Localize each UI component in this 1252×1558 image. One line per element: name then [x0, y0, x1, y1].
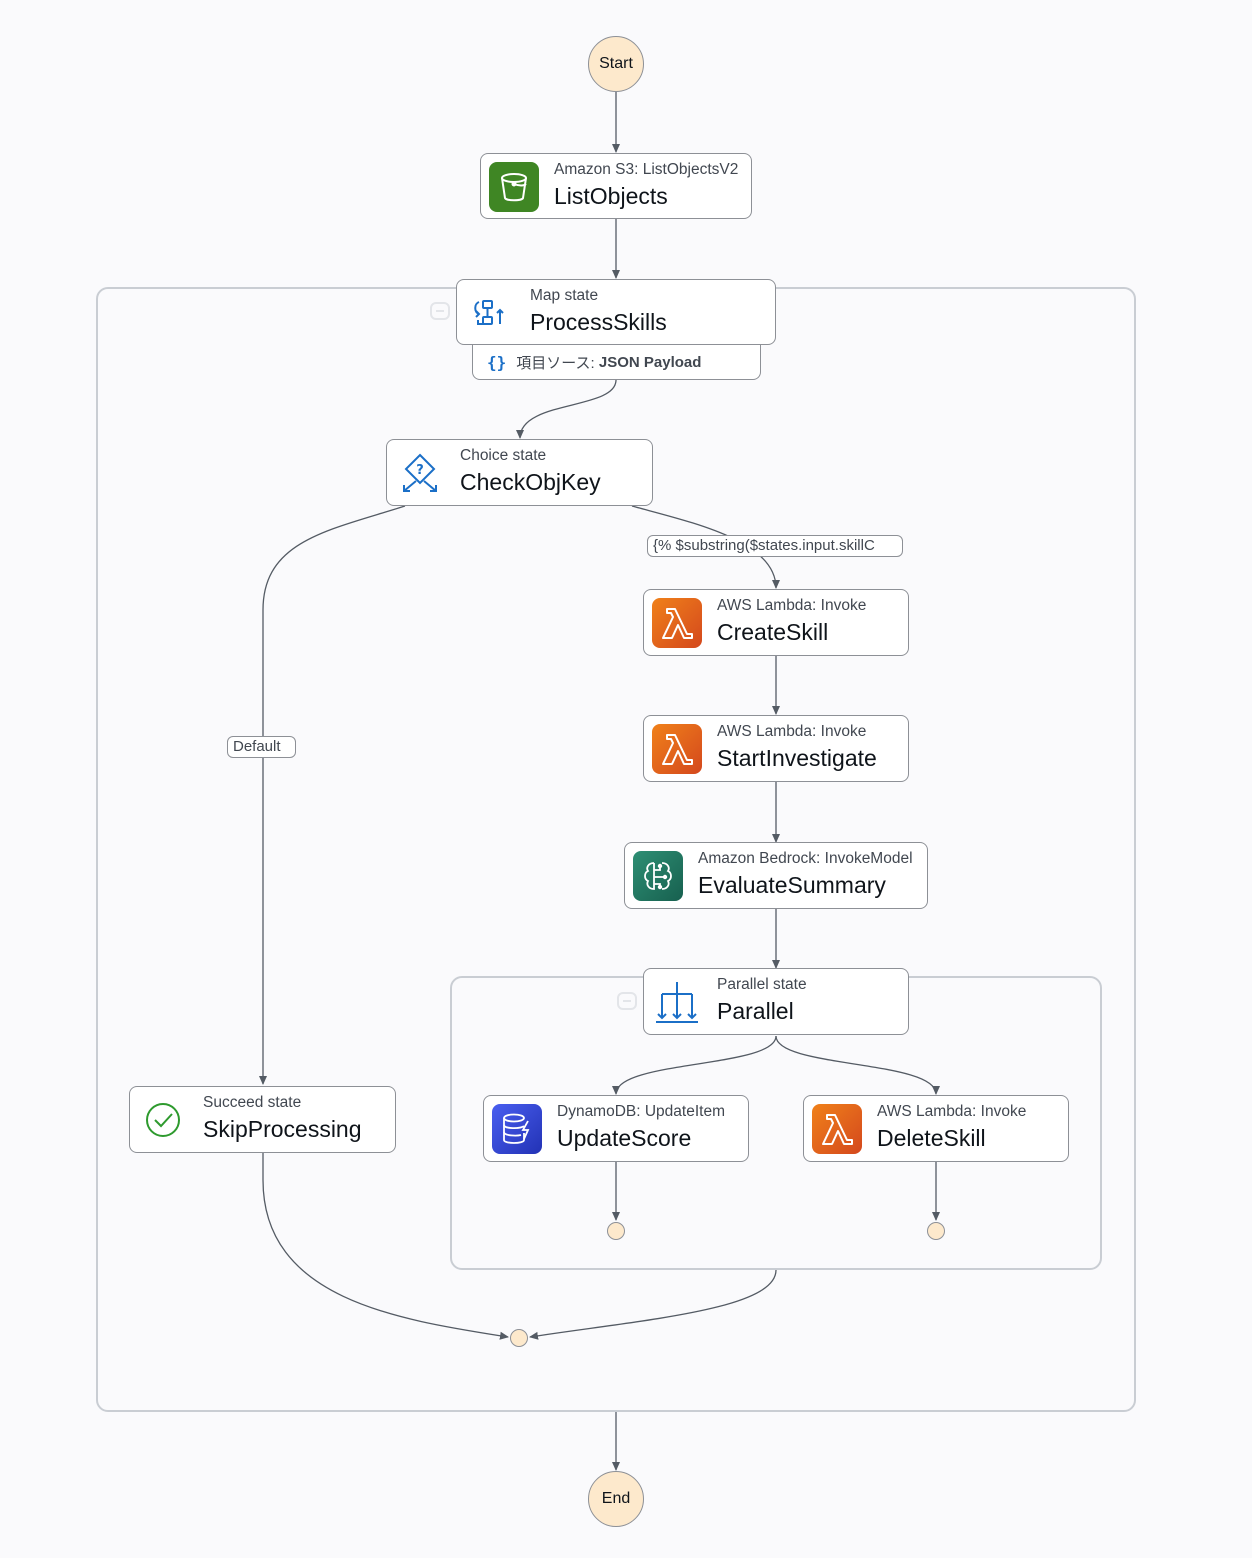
map-state-icon [465, 288, 515, 338]
node-title: ProcessSkills [530, 309, 667, 335]
map-item-source[interactable]: {} 項目ソース: JSON Payload [472, 345, 761, 380]
node-title: DeleteSkill [877, 1125, 986, 1151]
node-title: Parallel [717, 998, 794, 1024]
dynamodb-icon [492, 1104, 542, 1154]
svg-text:?: ? [416, 463, 424, 478]
node-evaluate-summary[interactable]: Amazon Bedrock: InvokeModel EvaluateSumm… [624, 842, 928, 909]
bedrock-icon [633, 851, 683, 901]
end-node[interactable]: End [588, 1471, 644, 1527]
map-collapse-button[interactable] [430, 302, 450, 320]
node-skip-processing[interactable]: Succeed state SkipProcessing [129, 1086, 396, 1153]
parallel-collapse-button[interactable] [617, 992, 637, 1010]
json-braces-icon: {} [487, 352, 507, 372]
lambda-icon [812, 1104, 862, 1154]
node-title: ListObjects [554, 183, 668, 209]
node-start-investigate[interactable]: AWS Lambda: Invoke StartInvestigate [643, 715, 909, 782]
succeed-check-icon [138, 1095, 188, 1145]
edge-parallel-join [529, 1269, 777, 1340]
node-check-obj-key[interactable]: ? Choice state CheckObjKey [386, 439, 653, 506]
item-source-label: 項目ソース: [516, 354, 595, 372]
node-subtitle: AWS Lambda: Invoke [717, 723, 867, 740]
node-parallel[interactable]: Parallel state Parallel [643, 968, 909, 1035]
edge-processskills-checkobjkey [516, 379, 617, 439]
parallel-state-icon [652, 977, 702, 1027]
edge-choice-default [259, 505, 406, 1085]
edge-skipprocessing-join [262, 1153, 509, 1340]
node-subtitle: Choice state [460, 447, 547, 464]
edge-parallel-updatescore [612, 1035, 777, 1095]
node-title: SkipProcessing [203, 1116, 362, 1142]
node-title: CreateSkill [717, 619, 829, 645]
node-list-objects[interactable]: Amazon S3: ListObjectsV2 ListObjects [480, 153, 752, 219]
node-subtitle: Amazon S3: ListObjectsV2 [554, 161, 739, 178]
branch-end-dot-delete-skill [927, 1222, 945, 1240]
node-subtitle: AWS Lambda: Invoke [877, 1103, 1027, 1120]
node-subtitle: DynamoDB: UpdateItem [557, 1103, 725, 1120]
start-node[interactable]: Start [588, 36, 644, 92]
node-title: UpdateScore [557, 1125, 692, 1151]
branch-end-dot-update-score [607, 1222, 625, 1240]
node-subtitle: Succeed state [203, 1094, 302, 1111]
lambda-icon [652, 598, 702, 648]
node-subtitle: Amazon Bedrock: InvokeModel [698, 850, 913, 867]
choice-state-icon: ? [395, 448, 445, 498]
node-update-score[interactable]: DynamoDB: UpdateItem UpdateScore [483, 1095, 749, 1162]
node-subtitle: Parallel state [717, 976, 807, 993]
lambda-icon [652, 724, 702, 774]
map-iteration-end-dot [510, 1329, 528, 1347]
s3-bucket-icon [489, 162, 539, 212]
node-process-skills[interactable]: Map state ProcessSkills [456, 279, 776, 345]
edge-parallel-deleteskill [775, 1035, 940, 1095]
node-title: EvaluateSummary [698, 872, 886, 898]
edge-label-choice-condition[interactable]: {% $substring($states.input.skillC [647, 535, 903, 557]
node-delete-skill[interactable]: AWS Lambda: Invoke DeleteSkill [803, 1095, 1069, 1162]
node-title: StartInvestigate [717, 745, 877, 771]
edge-label-default[interactable]: Default [227, 736, 296, 758]
item-source-value: JSON Payload [598, 353, 702, 371]
node-create-skill[interactable]: AWS Lambda: Invoke CreateSkill [643, 589, 909, 656]
node-title: CheckObjKey [460, 469, 601, 495]
node-subtitle: Map state [530, 287, 599, 304]
node-subtitle: AWS Lambda: Invoke [717, 597, 867, 614]
